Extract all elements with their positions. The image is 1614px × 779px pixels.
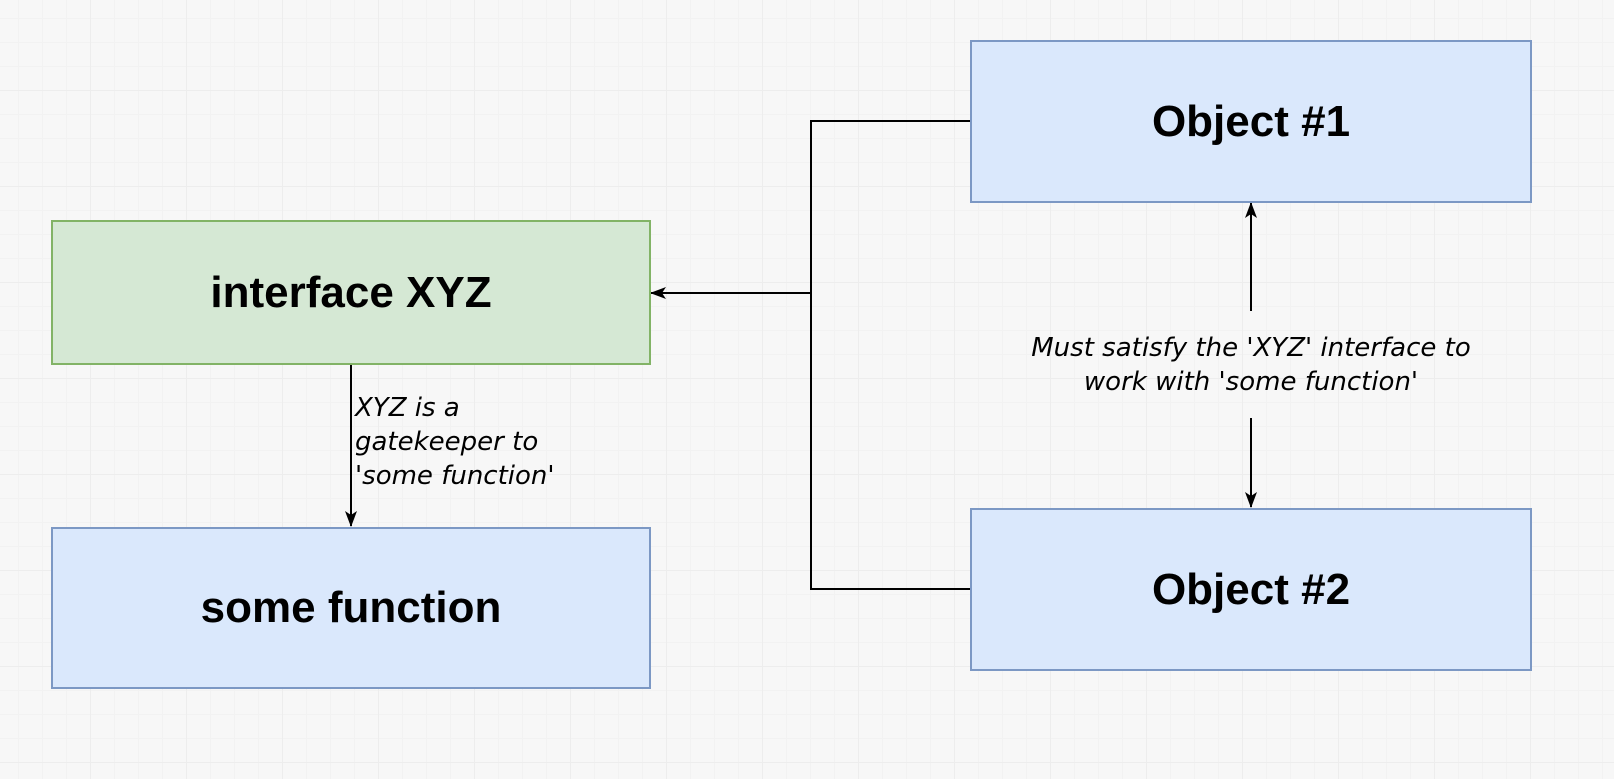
object1-box[interactable]: Object #1 (970, 40, 1532, 203)
must-satisfy-note-line: work with 'some function' (1083, 367, 1419, 397)
interface-xyz-label: interface XYZ (210, 267, 492, 317)
connector-object1-to-trunk (810, 120, 970, 590)
object2-box[interactable]: Object #2 (970, 508, 1532, 671)
object2-label: Object #2 (1151, 564, 1351, 614)
gatekeeper-note-line: XYZ is a (355, 393, 460, 423)
some-function-label: some function (200, 583, 502, 632)
interface-xyz-box[interactable]: interface XYZ (51, 220, 651, 365)
some-function-box[interactable]: some function (51, 527, 651, 689)
gatekeeper-note: XYZ is a gatekeeper to 'some function' (355, 391, 555, 493)
must-satisfy-note-line: Must satisfy the 'XYZ' interface to (1031, 333, 1471, 363)
object1-label: Object #1 (1151, 96, 1351, 146)
must-satisfy-note: Must satisfy the 'XYZ' interface to work… (1001, 331, 1501, 399)
gatekeeper-note-line: 'some function' (355, 461, 555, 491)
gatekeeper-note-line: gatekeeper to (355, 427, 539, 457)
